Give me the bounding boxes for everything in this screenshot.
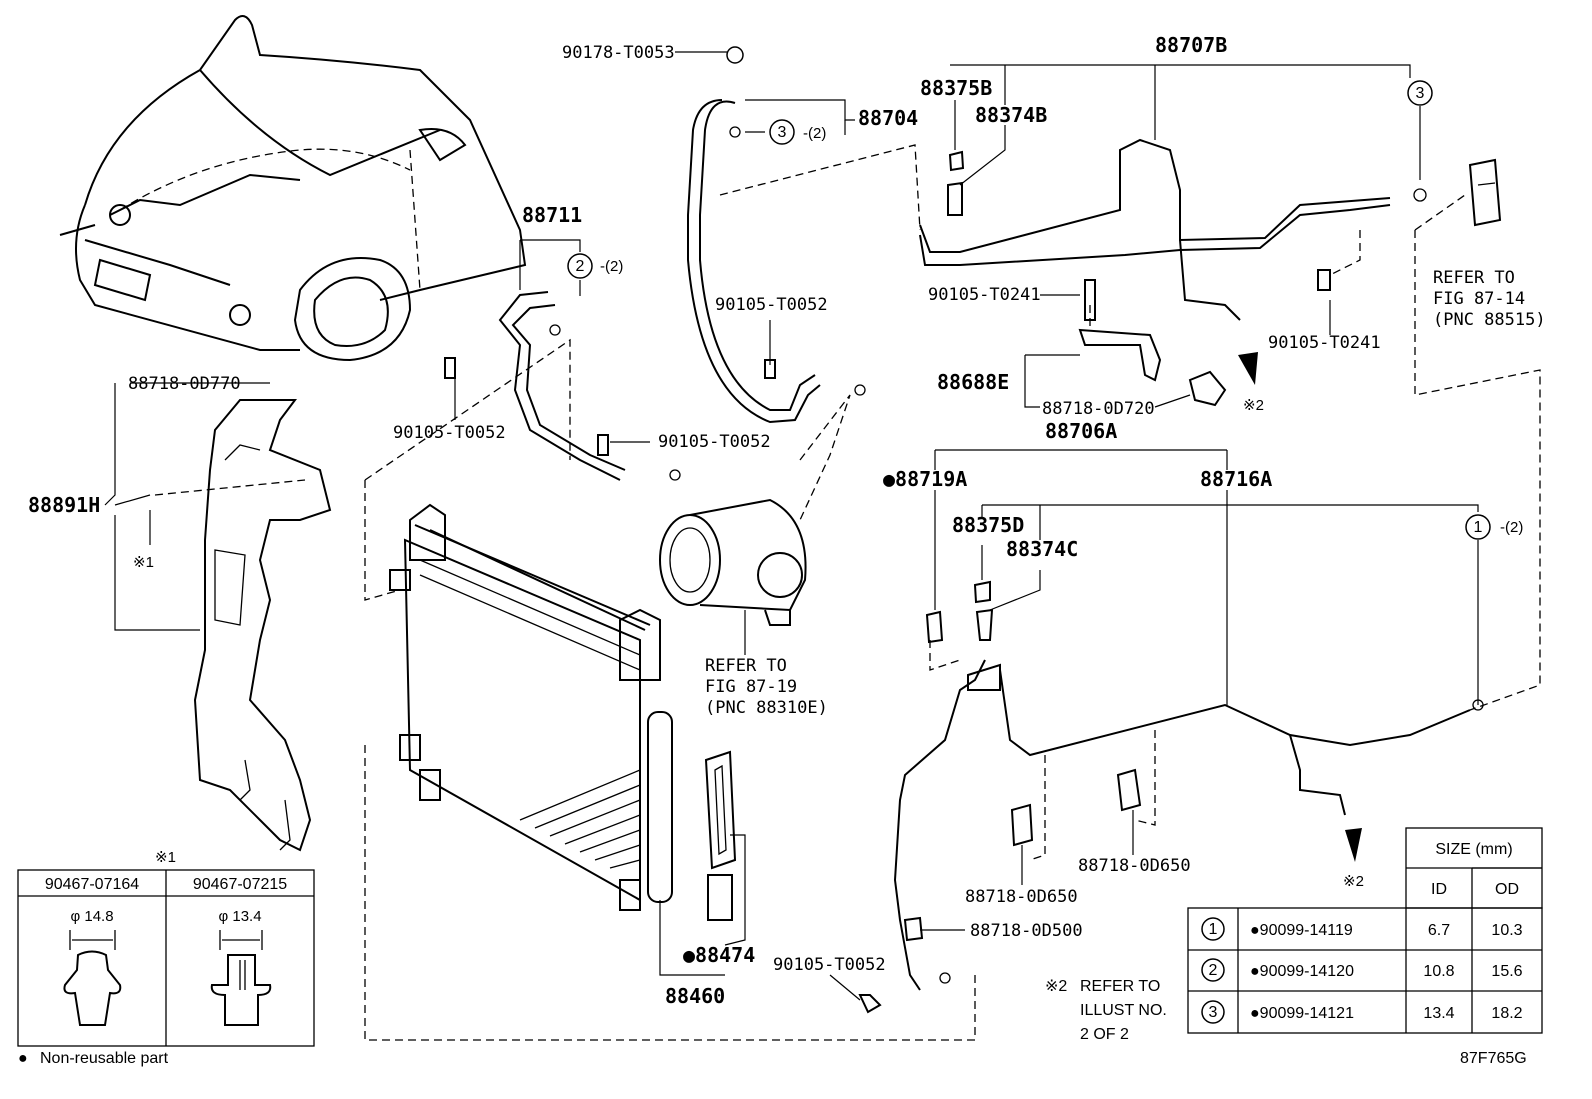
ring1-qty: -(2) <box>1500 519 1523 536</box>
ring2-qty: -(2) <box>600 258 623 275</box>
label-90178-t0053: 90178-T0053 <box>562 43 675 63</box>
label-88891h: 88891H <box>28 493 100 517</box>
diagram-text: 1 <box>1209 921 1218 938</box>
label-88718-0d500: 88718-0D500 <box>970 921 1083 941</box>
label-88706a: 88706A <box>1045 419 1117 443</box>
compressor-illustration <box>659 498 807 626</box>
label-90105-t0241-b: 90105-T0241 <box>1268 333 1381 353</box>
diagram-text: 18.2 <box>1491 1005 1522 1022</box>
diagram-text: 13.4 <box>1423 1005 1454 1022</box>
label-88719a: ●88719A <box>883 467 967 491</box>
diagram-text: ※2 <box>1045 978 1067 995</box>
diagram-text: 3 <box>1209 1004 1218 1021</box>
diagram-text: ●90099-14119 <box>1250 922 1353 939</box>
clip-diameter-1: φ 14.8 <box>70 908 113 925</box>
ring-marker-3b: 3 <box>1416 85 1425 102</box>
pipes <box>444 46 1502 1014</box>
label-90105-t0052-d: 90105-T0052 <box>773 955 886 975</box>
label-88375d: 88375D <box>952 513 1024 537</box>
label-88711: 88711 <box>522 203 582 227</box>
size-row-2: 2 ●90099-14120 10.8 15.6 <box>1201 958 1523 982</box>
label-88375b: 88375B <box>920 76 992 100</box>
label-88718-0d720: 88718-0D720 <box>1042 399 1155 419</box>
leader-lines <box>104 51 1479 1001</box>
legend-text: Non-reusable part <box>40 1050 169 1067</box>
o-rings <box>549 126 1484 984</box>
vehicle-illustration <box>59 15 527 362</box>
clip-header-1: 90467-07164 <box>45 876 139 893</box>
label-88688e: 88688E <box>937 370 1009 394</box>
part-labels: 90178-T0053 88704 88707B 88375B 88374B 8… <box>28 33 1523 1008</box>
ring3-qty: -(2) <box>803 125 826 142</box>
diagram-text: 6.7 <box>1428 922 1450 939</box>
diagram-text: FIG 87-19 <box>705 677 797 697</box>
label-88718-0d650-b: 88718-0D650 <box>1078 856 1191 876</box>
phantom-lines <box>154 144 1541 1041</box>
size-col-od: OD <box>1495 881 1519 898</box>
diagram-text: (PNC 88310E) <box>705 698 828 718</box>
label-88718-0d770: 88718-0D770 <box>128 374 241 394</box>
label-88716a: 88716A <box>1200 467 1272 491</box>
label-90105-t0052-c: 90105-T0052 <box>715 295 828 315</box>
ring-marker-3a: 3 <box>778 124 787 141</box>
figure-code: 87F765G <box>1460 1050 1527 1067</box>
label-88707b: 88707B <box>1155 33 1227 57</box>
diagram-text: 10.3 <box>1491 922 1522 939</box>
refer-arrows <box>1238 352 1362 862</box>
refer-valve-note: REFER TO FIG 87-14 (PNC 88515) <box>1433 268 1546 330</box>
diagram-text: REFER TO <box>1433 268 1515 288</box>
label-88474: ●88474 <box>683 943 755 967</box>
size-row-1: 1 ●90099-14119 6.7 10.3 <box>1201 917 1523 941</box>
diagram-text: REFER TO <box>705 656 787 676</box>
label-88704: 88704 <box>858 106 918 130</box>
ref-mark-2b: ※2 <box>1343 873 1364 890</box>
refer-illust-note: ※2 REFER TO ILLUST NO. 2 OF 2 <box>1045 978 1167 1043</box>
diagram-text: ●90099-14120 <box>1250 963 1354 980</box>
size-table: SIZE (mm) ID OD 1 ●90099-14119 6.7 10.3 … <box>1187 827 1543 1034</box>
clip-table-mark: ※1 <box>155 849 176 866</box>
label-88374b: 88374B <box>975 103 1047 127</box>
diagram-text: ILLUST NO. <box>1080 1002 1167 1019</box>
ring-marker-1: 1 <box>1474 519 1483 536</box>
clip-diameter-2: φ 13.4 <box>218 908 261 925</box>
legend-bullet: ● <box>18 1050 28 1067</box>
diagram-text: (PNC 88515) <box>1433 310 1546 330</box>
diagram-text: 15.6 <box>1491 963 1522 980</box>
size-col-id: ID <box>1431 881 1447 898</box>
legend: ● Non-reusable part <box>18 1050 169 1067</box>
ring-markers: 2 3 3 1 <box>567 80 1491 540</box>
label-90105-t0052-a: 90105-T0052 <box>393 423 506 443</box>
ref-mark-2a: ※2 <box>1243 397 1264 414</box>
label-88718-0d650-a: 88718-0D650 <box>965 887 1078 907</box>
size-header: SIZE (mm) <box>1435 841 1512 858</box>
label-88374c: 88374C <box>1006 537 1078 561</box>
label-88460: 88460 <box>665 984 725 1008</box>
diagram-text: REFER TO <box>1080 978 1160 995</box>
clip-table: ※1 90467-07164 90467-07215 φ 14.8 φ 13.4 <box>17 849 315 1047</box>
refer-compressor-note: REFER TO FIG 87-19 (PNC 88310E) <box>705 656 828 718</box>
clip-header-2: 90467-07215 <box>193 876 287 893</box>
diagram-text: FIG 87-14 <box>1433 289 1525 309</box>
diagram-text: 2 <box>1209 962 1218 979</box>
ring-marker-2: 2 <box>576 258 585 275</box>
label-90105-t0052-b: 90105-T0052 <box>658 432 771 452</box>
diagram-text: ●90099-14121 <box>1250 1005 1354 1022</box>
label-90105-t0241-a: 90105-T0241 <box>928 285 1041 305</box>
diagram-text: 2 OF 2 <box>1080 1026 1129 1043</box>
size-row-3: 3 ●90099-14121 13.4 18.2 <box>1201 1000 1523 1024</box>
ref-mark-1: ※1 <box>133 554 154 571</box>
diagram-text: 10.8 <box>1423 963 1454 980</box>
condenser-illustration <box>389 503 737 921</box>
shroud-illustration <box>193 399 332 852</box>
